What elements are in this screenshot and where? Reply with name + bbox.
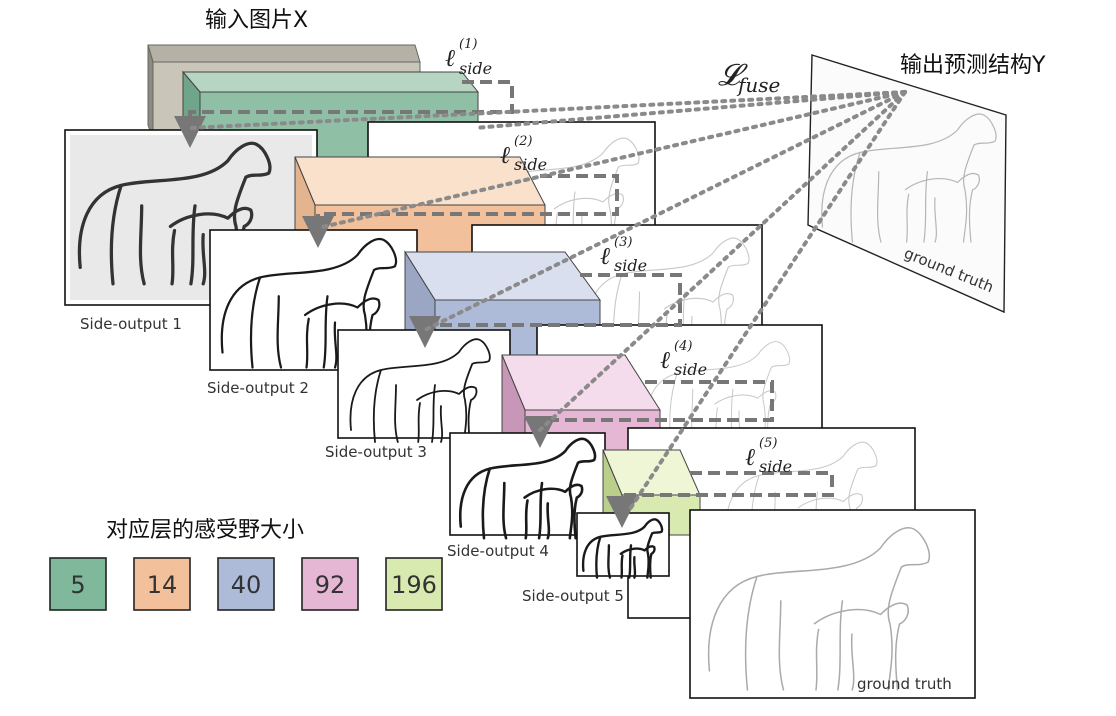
svg-text:(3): (3) — [614, 235, 632, 250]
ground-truth-panel: ground truth — [689, 509, 976, 699]
svg-text:ℓ: ℓ — [600, 242, 610, 270]
svg-text:(5): (5) — [759, 436, 777, 451]
svg-text:ℓ: ℓ — [445, 44, 455, 72]
legend-value: 5 — [70, 571, 85, 599]
output-structure-title: 输出预测结构Y — [900, 53, 1046, 78]
legend-item-5: 5 — [49, 557, 107, 611]
legend-item-196: 196 — [385, 557, 443, 611]
legend-value: 14 — [147, 571, 178, 599]
side-output-3-image — [337, 329, 511, 443]
svg-text:(1): (1) — [459, 37, 477, 52]
side-output-2-label: Side-output 2 — [207, 379, 309, 397]
svg-text:side: side — [614, 256, 647, 275]
svg-text:side: side — [674, 360, 707, 379]
fuse-dotted-lines — [188, 90, 907, 514]
side-output-dashed-arrows — [174, 80, 834, 528]
side-output-5-label: Side-output 5 — [522, 587, 624, 605]
svg-text:fuse: fuse — [736, 73, 780, 97]
side-output-3-label: Side-output 3 — [325, 443, 427, 461]
legend-swatch — [49, 557, 107, 611]
side-output-5-image — [576, 512, 670, 579]
side-loss-label-1: ℓ (1) side — [445, 37, 492, 78]
svg-text:ℓ: ℓ — [745, 443, 755, 471]
svg-text:side: side — [759, 457, 792, 476]
legend-value: 40 — [231, 571, 262, 599]
legend-swatch — [217, 557, 275, 611]
legend-item-40: 40 — [217, 557, 275, 611]
side-loss-label-5: ℓ (5) side — [745, 436, 792, 476]
legend-title: 对应层的感受野大小 — [106, 518, 304, 543]
side-loss-label-2: ℓ (2) side — [500, 134, 547, 174]
svg-text:(4): (4) — [674, 339, 692, 354]
receptive-field-legend: 对应层的感受野大小 5 14 40 92 196 — [49, 518, 443, 611]
svg-text:side: side — [514, 155, 547, 174]
side-loss-label-4: ℓ (4) side — [660, 339, 707, 379]
legend-item-14: 14 — [133, 557, 191, 611]
fused-ground-truth-panel: ground truth — [807, 54, 1007, 314]
legend-item-92: 92 — [301, 557, 359, 611]
legend-swatch — [301, 557, 359, 611]
legend-value: 92 — [315, 571, 346, 599]
legend-value: 196 — [391, 571, 437, 599]
svg-text:ℓ: ℓ — [500, 141, 510, 169]
legend-swatch — [385, 557, 443, 611]
svg-text:(2): (2) — [514, 134, 532, 149]
side-output-4-label: Side-output 4 — [447, 542, 549, 560]
svg-text:side: side — [459, 59, 492, 78]
legend-swatch — [133, 557, 191, 611]
side-loss-label-3: ℓ (3) side — [600, 235, 647, 275]
ground-truth-label: ground truth — [857, 675, 952, 693]
fuse-loss-label: 𝓛 fuse — [718, 58, 780, 97]
input-image-title: 输入图片X — [205, 8, 308, 33]
side-output-1-label: Side-output 1 — [80, 315, 182, 333]
svg-text:ℓ: ℓ — [660, 346, 670, 374]
